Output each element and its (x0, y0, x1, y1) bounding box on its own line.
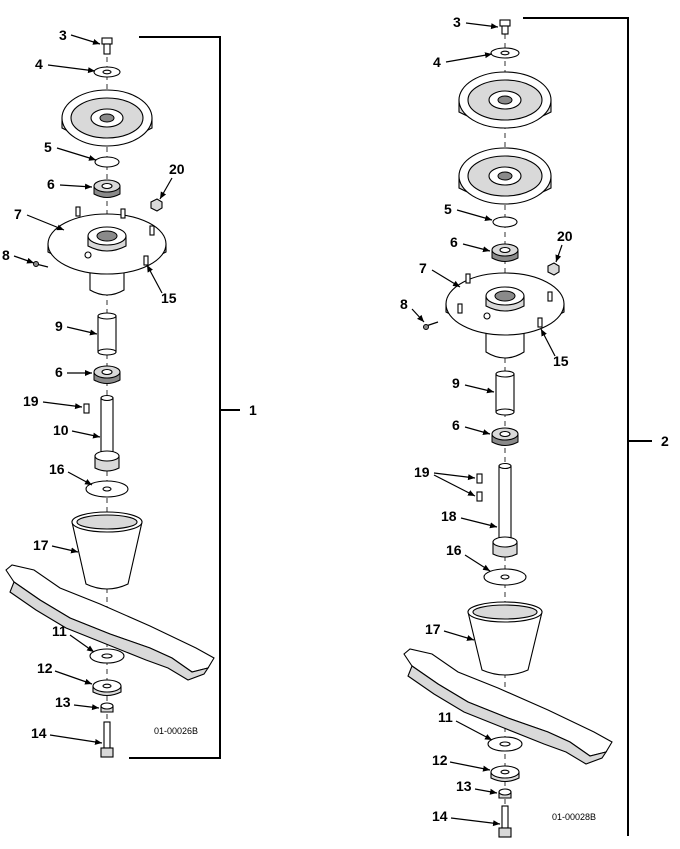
part-grease-fitting-2 (423, 321, 439, 330)
callout-label: 11 (438, 709, 453, 725)
part-bearing-lower-1 (93, 365, 121, 384)
callout-label: 11 (52, 623, 67, 639)
assembly-number-1: 1 (249, 402, 257, 418)
callout-label: 15 (553, 353, 569, 369)
assembly-1: 1 01-00026B 3 4 5 6 20 7 8 15 9 6 19 (2, 27, 257, 759)
part-grease-fitting-1 (33, 261, 49, 268)
callout-label: 9 (452, 375, 460, 391)
callout-label: 9 (55, 318, 63, 334)
callout-label: 3 (453, 14, 461, 30)
callout-label: 3 (59, 27, 67, 43)
callout-label: 18 (441, 508, 457, 524)
part-blade-washer-2 (487, 736, 523, 752)
callout-label: 14 (432, 808, 448, 824)
callout-label: 10 (53, 422, 69, 438)
part-spindle-shaft-1 (94, 394, 120, 472)
callout-label: 6 (47, 176, 55, 192)
callout-label: 20 (169, 161, 185, 177)
part-spacer-washer-2 (483, 568, 527, 586)
callout-label: 6 (55, 364, 63, 380)
drawing-code-1: 01-00026B (154, 726, 198, 736)
part-washer-2 (490, 47, 520, 59)
part-spindle-shaft-2 (492, 462, 518, 558)
part-pulley-lower-2 (458, 147, 552, 205)
part-lock-washer-1 (92, 679, 122, 697)
part-key-a-2 (476, 473, 483, 484)
callout-label: 17 (425, 621, 441, 637)
callout-label: 14 (31, 725, 47, 741)
part-spacer-1 (97, 312, 117, 356)
callout-label: 8 (400, 296, 408, 312)
callouts-2: 3 4 5 6 20 7 8 15 9 6 19 18 16 (400, 14, 573, 827)
part-pulley-1 (61, 89, 153, 147)
part-spacer-washer-1 (85, 480, 129, 498)
part-nut-1 (150, 198, 163, 212)
assembly-bracket-1 (129, 36, 221, 759)
callout-label: 16 (49, 461, 65, 477)
part-blade-adapter-2 (467, 601, 543, 676)
part-blade-bolt-1 (100, 721, 114, 758)
callout-label: 12 (37, 660, 53, 676)
part-blade-bolt-2 (498, 805, 512, 838)
callout-label: 13 (456, 778, 472, 794)
callout-label: 19 (414, 464, 430, 480)
callout-label: 6 (450, 234, 458, 250)
callout-label: 12 (432, 752, 448, 768)
assembly-2: 2 01-00028B 3 4 5 6 20 7 8 15 9 6 19 (400, 14, 669, 838)
callout-label: 15 (161, 290, 177, 306)
callout-label: 20 (557, 228, 573, 244)
callout-label: 5 (44, 139, 52, 155)
part-spindle-housing-2 (445, 272, 565, 359)
part-washer-1 (93, 66, 121, 78)
assembly-bracket-2 (523, 17, 629, 836)
part-bearing-upper-1 (93, 179, 121, 198)
part-retaining-ring-2 (492, 216, 518, 228)
callout-label: 16 (446, 542, 462, 558)
part-pulley-upper-2 (458, 71, 552, 129)
callouts-1: 3 4 5 6 20 7 8 15 9 6 19 10 16 (2, 27, 185, 745)
part-retaining-ring-1 (94, 156, 120, 168)
callout-label: 6 (452, 417, 460, 433)
part-blade-adapter-1 (71, 511, 143, 590)
callout-label: 7 (14, 206, 22, 222)
part-blade-2 (403, 648, 613, 765)
callout-label: 5 (444, 201, 452, 217)
part-bearing-upper-2 (491, 243, 519, 262)
part-key-b-2 (476, 491, 483, 502)
part-lock-washer-2 (490, 765, 520, 783)
callout-label: 4 (433, 54, 441, 70)
callout-label: 13 (55, 694, 71, 710)
part-spacer-2 (495, 370, 515, 416)
part-bolt-top-2 (499, 19, 511, 35)
part-blade-1 (5, 564, 215, 681)
part-hex-nut-2 (498, 788, 512, 799)
callout-label: 8 (2, 247, 10, 263)
assembly-number-2: 2 (661, 433, 669, 449)
part-spindle-housing-1 (47, 206, 167, 296)
part-nut-2 (547, 262, 560, 276)
callout-label: 17 (33, 537, 49, 553)
part-hex-nut-1 (100, 702, 114, 713)
part-bolt-top-1 (101, 37, 113, 55)
part-blade-washer-1 (89, 648, 125, 664)
callout-label: 7 (419, 260, 427, 276)
part-key-1 (83, 403, 90, 414)
callout-label: 4 (35, 56, 43, 72)
part-bearing-lower-2 (491, 427, 519, 446)
callout-label: 19 (23, 393, 39, 409)
drawing-code-2: 01-00028B (552, 812, 596, 822)
